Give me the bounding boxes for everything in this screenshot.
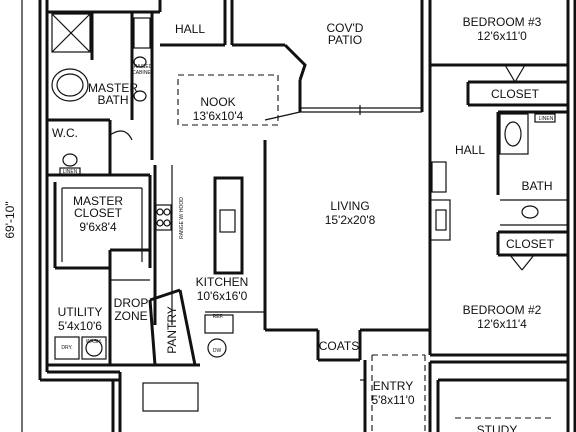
study-walls (436, 378, 568, 432)
bath-walls (428, 110, 568, 355)
coats-label: COATS (319, 339, 359, 353)
entry-walls (360, 354, 432, 432)
drop-zone-label-2: ZONE (114, 309, 147, 323)
bath-label: BATH (521, 179, 552, 193)
living-size: 15'2x20'8 (325, 213, 376, 227)
closet-b2-label: CLOSET (506, 237, 555, 251)
bedroom3-size: 12'6x11'0 (477, 29, 527, 43)
linen-label-right: LINEN (539, 116, 554, 122)
master-closet-label-1: MASTER (73, 194, 123, 208)
master-closet-size: 9'6x8'4 (79, 220, 117, 234)
dry-label: DRY. (61, 345, 72, 351)
wc-label: W.C. (52, 126, 78, 140)
wash-label: WASH. (86, 339, 102, 345)
outer-walls (38, 0, 576, 432)
kitchen-size: 10'6x16'0 (197, 289, 248, 303)
hall-top-walls (160, 0, 234, 47)
range-label: RANGE W/ HOOD (179, 197, 185, 239)
covd-patio-label-2: PATIO (328, 33, 362, 47)
hall-right-label: HALL (455, 143, 485, 157)
dimension-left-label: 69'-10" (3, 201, 17, 238)
nook-size: 13'6x10'4 (193, 109, 244, 123)
raised-cabinet-label-1: RAISED (134, 64, 153, 70)
hall-top-label: HALL (175, 22, 205, 36)
utility-size: 5'4x10'6 (58, 319, 102, 333)
covd-patio-walls (232, 0, 432, 115)
ref-label: REF. (213, 314, 224, 320)
entry-label: ENTRY (373, 379, 413, 393)
bedroom3-label: BEDROOM #3 (463, 15, 542, 29)
bedroom2-label: BEDROOM #2 (463, 303, 542, 317)
master-bath-walls (47, 0, 162, 177)
dw-label: DW (213, 348, 222, 354)
master-closet-walls (53, 175, 152, 270)
study-label: STUDY (477, 423, 518, 432)
bedroom3-walls (430, 63, 568, 107)
pantry-label: PANTRY (165, 306, 179, 354)
living-walls (265, 328, 430, 362)
covd-patio-label-1: COV'D (327, 21, 364, 35)
dimension-left: 69'-10" (3, 0, 23, 432)
raised-cabinet-label-2: CABINET (132, 70, 154, 76)
master-bath-label-2: BATH (97, 93, 128, 107)
bedroom2-walls (430, 353, 568, 364)
bedroom2-size: 12'6x11'4 (477, 317, 527, 331)
master-bath-label-1: MASTER (88, 81, 138, 95)
nook-island-outline (177, 74, 279, 126)
master-closet-label-2: CLOSET (74, 206, 123, 220)
utility-walls (47, 248, 227, 367)
closet-b3-label: CLOSET (491, 87, 540, 101)
nook-label: NOOK (200, 95, 235, 109)
drop-zone-label-1: DROP (114, 296, 149, 310)
living-label: LIVING (330, 199, 369, 213)
kitchen-label: KITCHEN (196, 275, 249, 289)
utility-label: UTILITY (58, 305, 103, 319)
entry-size: 5'8x11'0 (371, 393, 414, 407)
garage-fixture (142, 382, 199, 412)
linen-label-left: LINEN (63, 169, 78, 175)
